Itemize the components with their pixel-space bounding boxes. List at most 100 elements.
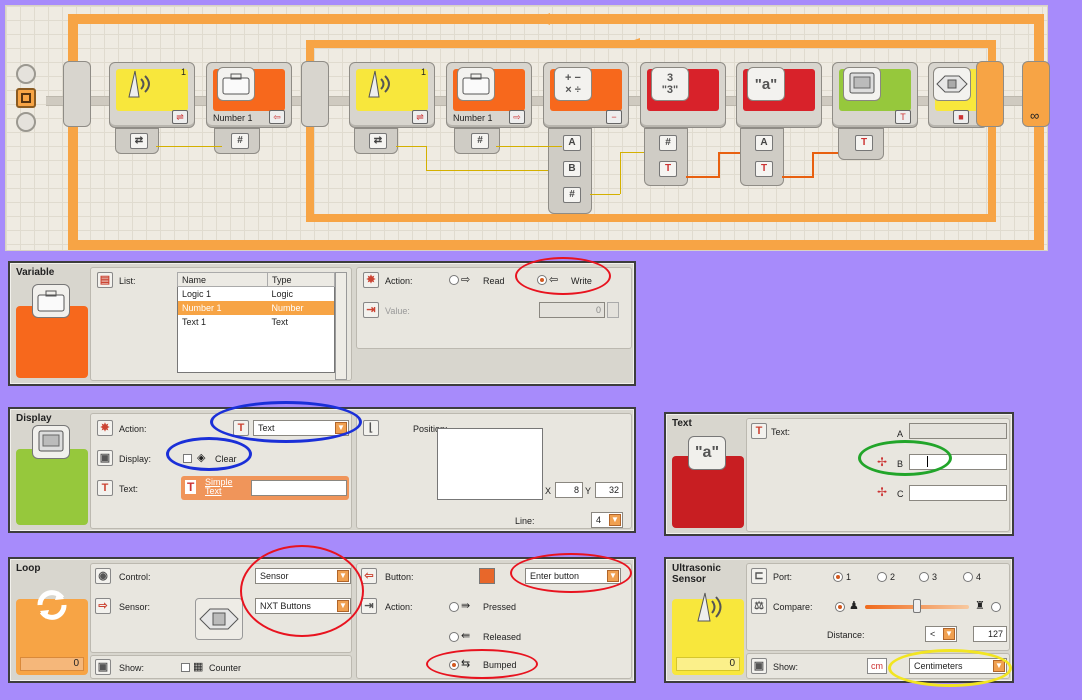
control-value: Sensor — [260, 571, 289, 581]
distance-operator-dropdown[interactable]: < ▼ — [925, 626, 957, 642]
text-data-hub[interactable]: A T — [740, 128, 784, 186]
pressed-radio[interactable] — [449, 602, 459, 612]
list-label: List: — [119, 276, 136, 286]
counter-checkbox[interactable] — [181, 663, 190, 672]
column-header-type[interactable]: Type — [267, 272, 335, 287]
line-dropdown[interactable]: 4 ▼ — [591, 512, 623, 528]
button-dropdown[interactable]: Enter button ▼ — [525, 568, 621, 584]
list-scrollbar[interactable] — [335, 272, 347, 380]
inner-loop-start[interactable] — [301, 61, 329, 127]
compare-far-radio[interactable] — [991, 602, 1001, 612]
text-plug[interactable]: T — [755, 161, 773, 177]
subtract-icon: − — [606, 110, 622, 124]
distance-input[interactable]: 127 — [973, 626, 1007, 642]
outer-loop-start[interactable] — [63, 61, 91, 127]
port-2-radio[interactable] — [877, 572, 887, 582]
start-knob-top[interactable] — [16, 64, 36, 84]
ultrasonic-sensor-block-2[interactable]: 1 ⇌ — [349, 62, 435, 128]
variable-2-data-hub[interactable]: # — [454, 128, 500, 154]
stop-icon: ■ — [953, 110, 969, 124]
text-icon: "a" — [747, 67, 785, 101]
math-block[interactable]: + − × ÷ − — [543, 62, 629, 128]
port-1-radio[interactable] — [833, 572, 843, 582]
number-to-text-icon: 3 "3" — [651, 67, 689, 101]
show-icon: ▣ — [751, 658, 767, 674]
variable-1-data-hub[interactable]: # — [214, 128, 260, 154]
control-dropdown[interactable]: Sensor ▼ — [255, 568, 351, 584]
start-button-icon[interactable] — [16, 88, 36, 108]
loop-show-section: ▣ Show: ▦ Counter — [90, 655, 352, 679]
compare-near-radio[interactable] — [835, 602, 845, 612]
clear-label: Clear — [215, 454, 237, 464]
outer-loop-end[interactable]: ∞ — [1022, 61, 1050, 127]
text-plug[interactable]: T — [855, 135, 873, 151]
simple-text-tab[interactable]: T Simple Text — [181, 476, 349, 500]
outer-loop-arrow-icon — [536, 13, 550, 25]
x-input[interactable]: 8 — [555, 482, 583, 498]
ultrasonic-panel: Ultrasonic Sensor 0 ⊏ Port: 1 2 3 4 ⚖ Co… — [664, 557, 1014, 687]
c-input[interactable] — [909, 485, 1007, 501]
logic-plug[interactable]: ⇄ — [369, 133, 387, 149]
port-4-label: 4 — [976, 572, 982, 582]
sensor-dropdown[interactable]: NXT Buttons ▼ — [255, 598, 351, 614]
number-plug[interactable]: # — [563, 187, 581, 203]
number-to-text-data-hub[interactable]: # T — [644, 128, 688, 186]
write-radio[interactable] — [537, 275, 547, 285]
a-plug[interactable]: A — [563, 135, 581, 151]
column-header-name[interactable]: Name — [177, 272, 268, 287]
port-3-radio[interactable] — [919, 572, 929, 582]
show-label: Show: — [119, 663, 145, 673]
program-canvas[interactable]: 1 ⇌ ⇄ Number 1 ⇦ # 1 ⇌ ⇄ Number 1 ⇨ — [5, 5, 1050, 251]
unit-dropdown[interactable]: Centimeters ▼ — [909, 658, 1007, 674]
screen-preview[interactable] — [437, 428, 543, 500]
ultrasonic-sensor-block-1[interactable]: 1 ⇌ — [109, 62, 195, 128]
start-knob-bottom[interactable] — [16, 112, 36, 132]
ultrasonic-2-data-hub[interactable]: ⇄ — [354, 128, 398, 154]
logic-wire-2 — [396, 146, 426, 147]
clear-checkbox[interactable] — [183, 454, 192, 463]
eye-icon: ◉ — [95, 568, 111, 584]
text-block[interactable]: "a" — [736, 62, 822, 128]
released-radio[interactable] — [449, 632, 459, 642]
variable-block-1[interactable]: Number 1 ⇦ — [206, 62, 292, 128]
outer-loop-bottom-beam — [68, 240, 1044, 250]
display-block[interactable]: T — [832, 62, 918, 128]
variable-swatch — [16, 284, 88, 378]
read-radio[interactable] — [449, 275, 459, 285]
text-swatch: "a" — [672, 436, 744, 528]
value-stepper[interactable] — [607, 302, 619, 318]
variable-block-2[interactable]: Number 1 ⇨ — [446, 62, 532, 128]
math-data-hub[interactable]: A B # — [548, 128, 592, 214]
action-dropdown[interactable]: Text ▼ — [253, 420, 349, 436]
value-field[interactable]: 0 — [539, 302, 605, 318]
port-4-radio[interactable] — [963, 572, 973, 582]
ultrasonic-1-data-hub[interactable]: ⇄ — [115, 128, 159, 154]
b-plug[interactable]: B — [563, 161, 581, 177]
math-out-wire — [590, 194, 620, 195]
number-to-text-block[interactable]: 3 "3" — [640, 62, 726, 128]
distance-slider[interactable] — [865, 599, 969, 613]
y-input[interactable]: 32 — [595, 482, 623, 498]
trash-data-icon: ⇌ — [412, 110, 428, 124]
inner-loop-end[interactable] — [976, 61, 1004, 127]
bumped-radio[interactable] — [449, 660, 459, 670]
number-plug[interactable]: # — [231, 133, 249, 149]
simple-text-input[interactable] — [251, 480, 347, 496]
b-input[interactable] — [909, 454, 1007, 470]
slider-thumb[interactable] — [913, 599, 921, 613]
unit-value: Centimeters — [914, 661, 963, 671]
unit-badge: cm — [867, 658, 887, 674]
logic-plug[interactable]: ⇄ — [130, 133, 148, 149]
a-label: A — [897, 429, 904, 439]
display-data-hub[interactable]: T — [838, 128, 884, 160]
a-plug[interactable]: A — [755, 135, 773, 151]
number-plug[interactable]: # — [471, 133, 489, 149]
text-plug[interactable]: T — [659, 161, 677, 177]
a-input[interactable] — [909, 423, 1007, 439]
number-plug[interactable]: # — [659, 135, 677, 151]
write-icon: ⇦ — [549, 274, 559, 286]
